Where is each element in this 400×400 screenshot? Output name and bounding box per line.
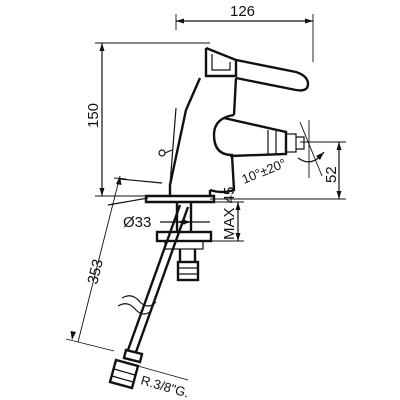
dimension-hose-length: 353 <box>65 175 127 352</box>
dimension-label-max45: MAX 45 <box>221 187 238 240</box>
mounting-base <box>107 178 216 282</box>
dimension-label-126: 126 <box>230 3 255 20</box>
dimension-diameter: Ø33 <box>123 214 210 231</box>
dimension-label-diameter: Ø33 <box>123 214 151 231</box>
dimension-label-52: 52 <box>323 166 340 183</box>
flexible-hose <box>108 204 190 390</box>
dimension-height-total: 150 <box>85 42 210 197</box>
faucet-body <box>158 46 310 196</box>
dimension-label-angle: 10°±20° <box>240 155 289 186</box>
dimension-max-thickness: MAX 45 <box>190 187 244 242</box>
dimension-width-top: 126 <box>175 3 314 62</box>
dimension-label-353: 353 <box>84 258 107 286</box>
dimension-label-150: 150 <box>85 103 102 128</box>
thread-annotation: R.3/8"G. <box>137 365 191 400</box>
thread-label: R.3/8"G. <box>139 372 191 400</box>
